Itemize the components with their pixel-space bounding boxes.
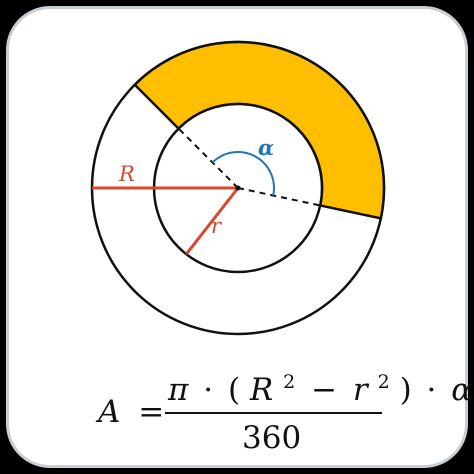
formula-lhs: A (95, 394, 120, 430)
angle-label: α (258, 135, 274, 160)
formula-alpha: α (451, 372, 472, 408)
formula-open-paren: ( (228, 372, 240, 408)
formula-R: R (249, 372, 273, 408)
formula-R-exponent: 2 (283, 371, 295, 393)
formula-dot-1: · (203, 372, 213, 408)
inner-radius-line (185, 187, 240, 256)
svg-text:π · ( R: π · ( R 2 − r 2 ) · α (167, 360, 472, 408)
formula-r: r (353, 372, 370, 408)
formula-r-exponent: 2 (378, 371, 390, 393)
formula-minus: − (311, 372, 337, 408)
area-formula: A = π · ( R 2 − r 2 ) · α 360 (95, 360, 472, 456)
svg-text:A =: A = (95, 394, 164, 430)
dashed-radius-upper (177, 127, 239, 189)
outer-radius-label: R (118, 162, 135, 186)
angle-arc (211, 151, 275, 196)
formula-equals: = (138, 394, 164, 430)
inner-radius-label: r (211, 214, 223, 238)
center-point (235, 185, 241, 191)
formula-denominator: 360 (242, 420, 301, 456)
formula-close-paren: ) (400, 372, 412, 408)
dashed-radius-lower (237, 187, 321, 207)
formula-dot-2: · (427, 372, 437, 408)
formula-pi: π (167, 372, 189, 408)
